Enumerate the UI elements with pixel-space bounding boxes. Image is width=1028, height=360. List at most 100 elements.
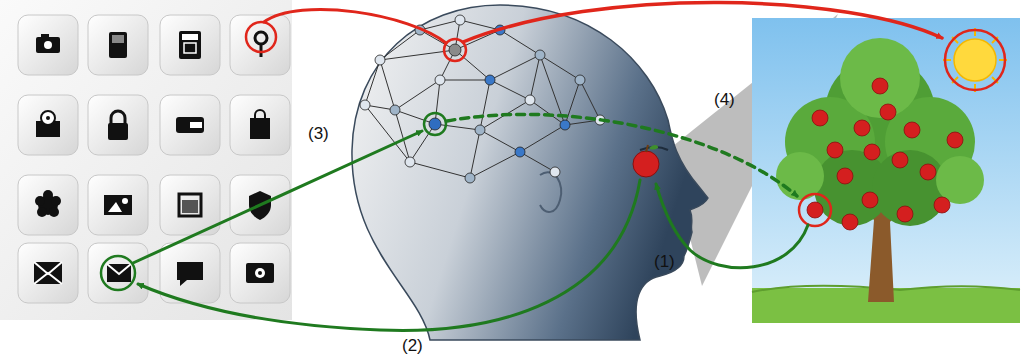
head-profile-part bbox=[540, 172, 561, 212]
envelope-icon-part bbox=[34, 273, 62, 284]
bag-icon bbox=[230, 95, 290, 155]
neural-network-part bbox=[530, 55, 540, 100]
neural-network-part bbox=[435, 124, 480, 130]
wallet-icon-part bbox=[160, 95, 220, 155]
attention-arrows-part bbox=[463, 2, 942, 42]
sun-part bbox=[943, 28, 1007, 92]
picture-icon-part bbox=[108, 202, 122, 212]
network-nodes-part bbox=[405, 157, 415, 167]
camera-icon-part bbox=[18, 15, 78, 75]
neural-network bbox=[365, 20, 600, 178]
tree-crown bbox=[776, 38, 984, 226]
window-icon-part bbox=[182, 200, 198, 213]
neural-network-part bbox=[480, 80, 490, 130]
attention-arrows bbox=[133, 2, 942, 330]
envelope-icon-part bbox=[107, 264, 131, 274]
neural-network-part bbox=[440, 80, 490, 81]
network-nodes-part bbox=[465, 173, 475, 183]
bag-icon-part bbox=[250, 118, 270, 139]
blob-icon-part bbox=[18, 175, 78, 235]
callout-number: (2) bbox=[400, 336, 425, 356]
tree-crown-part bbox=[840, 38, 920, 118]
bag-icon-part bbox=[230, 95, 290, 155]
apples-part bbox=[807, 202, 823, 218]
envelope-icon bbox=[88, 243, 148, 303]
envelope-icon-part bbox=[107, 264, 131, 282]
attention-arrows-part bbox=[264, 9, 446, 43]
network-nodes-part bbox=[375, 55, 385, 65]
network-nodes-part bbox=[575, 75, 585, 85]
lock-icon-part bbox=[88, 95, 148, 155]
neural-network-part bbox=[420, 20, 460, 30]
neural-network-part bbox=[435, 80, 440, 124]
envelope-icon-part bbox=[18, 243, 78, 303]
tree-crown-part bbox=[872, 150, 948, 226]
camera-icon-part bbox=[44, 41, 52, 49]
phone-icon-part bbox=[109, 32, 127, 58]
neural-network-part bbox=[480, 130, 520, 152]
network-nodes-part bbox=[455, 15, 465, 25]
neural-network-part bbox=[490, 55, 540, 80]
neural-network-part bbox=[410, 162, 470, 178]
wallet-icon-part bbox=[176, 117, 204, 133]
wallet-icon-part bbox=[190, 122, 202, 128]
neural-network-part bbox=[520, 125, 565, 152]
disc-icon-part bbox=[18, 95, 78, 155]
network-nodes-part bbox=[535, 50, 545, 60]
media-icon-part bbox=[255, 268, 265, 278]
attention-arrows-part bbox=[447, 114, 797, 196]
icon-panel-part bbox=[0, 0, 292, 320]
lock-icon-part bbox=[111, 111, 125, 124]
blob-icon bbox=[18, 175, 78, 235]
network-nodes-part bbox=[429, 118, 441, 130]
media-icon bbox=[230, 243, 290, 303]
magnifier-icon-part bbox=[255, 32, 267, 44]
wallet-icon bbox=[160, 95, 220, 155]
blob-icon-part bbox=[49, 207, 59, 217]
apples-part bbox=[892, 152, 908, 168]
network-nodes-part bbox=[525, 95, 535, 105]
disc-icon-part bbox=[41, 111, 55, 125]
card-icon-part bbox=[184, 43, 196, 53]
camera-icon-part bbox=[41, 34, 49, 38]
envelope-icon-part bbox=[88, 243, 148, 303]
magnifier-icon-part bbox=[230, 15, 290, 75]
seen-apple-part bbox=[633, 151, 659, 177]
phone-icon-part bbox=[88, 15, 148, 75]
picture-icon-part bbox=[88, 175, 148, 235]
callout-number: (1) bbox=[652, 252, 677, 272]
neural-network-part bbox=[490, 80, 530, 100]
sun-part bbox=[954, 39, 996, 81]
network-nodes-part bbox=[515, 147, 525, 157]
highlight-circles bbox=[101, 22, 1005, 290]
phone-icon-part bbox=[112, 35, 124, 43]
apples-part bbox=[827, 142, 843, 158]
network-nodes-part bbox=[475, 125, 485, 135]
seen-apple bbox=[633, 145, 659, 177]
neural-network-part bbox=[365, 60, 380, 105]
chat-icon-part bbox=[177, 262, 203, 286]
apples-part bbox=[880, 104, 896, 120]
card-icon-part bbox=[160, 15, 220, 75]
network-nodes bbox=[360, 15, 605, 183]
disc-icon-part bbox=[46, 116, 50, 120]
highlight-circles-part bbox=[424, 113, 446, 135]
network-nodes-part bbox=[485, 75, 495, 85]
magnifier-icon-part bbox=[260, 44, 263, 57]
apples-part bbox=[812, 110, 828, 126]
neural-network-part bbox=[530, 100, 565, 125]
attention-arrows-part bbox=[138, 180, 640, 330]
highlight-circles-part bbox=[101, 256, 135, 290]
apples-part bbox=[904, 122, 920, 138]
apples-part bbox=[947, 132, 963, 148]
neural-network-part bbox=[470, 130, 480, 178]
card-icon-part bbox=[182, 34, 198, 40]
network-nodes-part bbox=[560, 120, 570, 130]
neural-network-part bbox=[380, 60, 395, 110]
envelope-icon-part bbox=[34, 262, 62, 284]
neural-network-part bbox=[455, 50, 490, 80]
apples-part bbox=[864, 144, 880, 160]
seen-apple-part bbox=[649, 145, 658, 150]
apples-part bbox=[842, 214, 858, 230]
